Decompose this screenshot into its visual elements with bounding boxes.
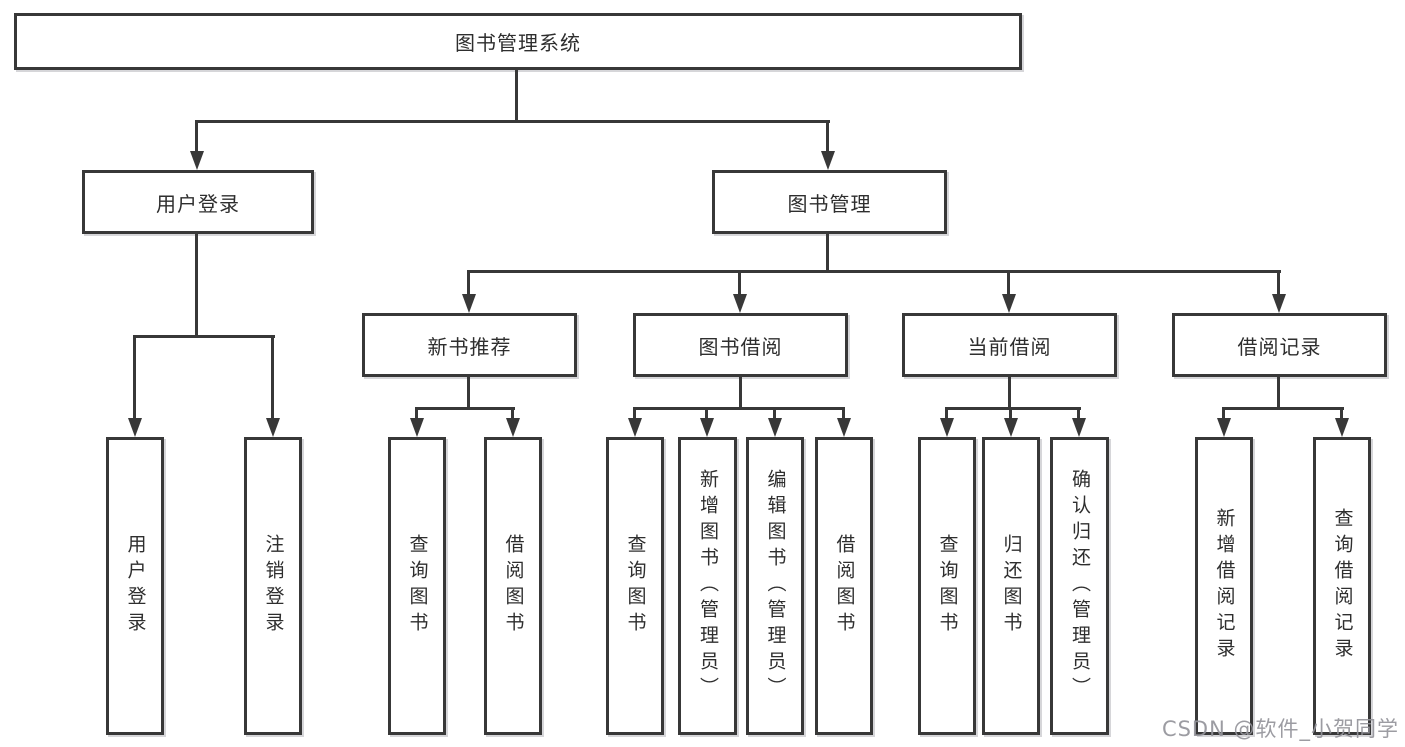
arrow-down-icon <box>821 151 835 170</box>
node-label: 用户登录 <box>124 534 147 638</box>
node-label: 图书管理系统 <box>455 31 581 55</box>
connector-line <box>195 120 198 152</box>
node-library-management-system: 图书管理系统 <box>14 13 1022 70</box>
connector-line <box>1277 377 1280 409</box>
leaf-add-book-admin: 新增图书（管理员） <box>678 437 737 735</box>
node-book-management: 图书管理 <box>712 170 947 234</box>
connector-line <box>195 120 830 123</box>
leaf-edit-book-admin: 编辑图书（管理员） <box>746 437 804 735</box>
arrow-down-icon <box>1002 294 1016 313</box>
leaf-query-books-current: 查询图书 <box>918 437 976 735</box>
connector-line <box>633 407 636 419</box>
node-label: 编辑图书（管理员） <box>764 469 787 703</box>
leaf-user-login: 用户登录 <box>106 437 164 735</box>
node-label: 图书借阅 <box>698 334 783 359</box>
connector-line <box>826 234 829 272</box>
node-label: 新增图书（管理员） <box>697 469 719 703</box>
node-label: 借阅记录 <box>1237 334 1322 359</box>
connector-line <box>705 407 708 419</box>
arrow-down-icon <box>190 151 204 170</box>
node-current-borrowing: 当前借阅 <box>902 313 1117 377</box>
connector-line <box>945 407 948 419</box>
connector-line <box>467 270 470 295</box>
connector-line <box>842 407 845 419</box>
node-label: 当前借阅 <box>967 334 1052 359</box>
node-label: 用户登录 <box>156 191 240 216</box>
arrow-down-icon <box>1072 418 1086 437</box>
leaf-return-book: 归还图书 <box>982 437 1040 735</box>
connector-line <box>1007 270 1010 295</box>
arrow-down-icon <box>940 418 954 437</box>
node-label: 查询图书 <box>406 534 429 638</box>
leaf-query-books-recommend: 查询图书 <box>388 437 446 735</box>
leaf-borrow-books-recommend: 借阅图书 <box>484 437 542 735</box>
connector-line <box>511 407 514 419</box>
connector-line <box>1222 407 1225 419</box>
node-label: 查询图书 <box>624 534 647 638</box>
arrow-down-icon <box>128 418 142 437</box>
connector-line <box>1222 407 1344 410</box>
arrow-down-icon <box>628 418 642 437</box>
node-label: 注销登录 <box>262 534 285 638</box>
node-label: 新增借阅记录 <box>1213 508 1236 664</box>
node-label: 查询图书 <box>936 534 959 638</box>
node-label: 查询借阅记录 <box>1331 508 1354 664</box>
node-label: 借阅图书 <box>833 534 856 638</box>
connector-line <box>1008 377 1011 409</box>
connector-line <box>195 234 198 337</box>
connector-line <box>773 407 776 419</box>
node-label: 归还图书 <box>1000 534 1023 638</box>
leaf-confirm-return-admin: 确认归还（管理员） <box>1050 437 1109 735</box>
connector-line <box>1077 407 1080 419</box>
arrow-down-icon <box>266 418 280 437</box>
arrow-down-icon <box>462 294 476 313</box>
connector-line <box>467 377 470 409</box>
connector-line <box>271 335 274 419</box>
connector-line <box>515 70 518 122</box>
arrow-down-icon <box>506 418 520 437</box>
node-label: 图书管理 <box>787 191 872 216</box>
leaf-query-borrow-record: 查询借阅记录 <box>1313 437 1371 735</box>
leaf-query-books-borrowing: 查询图书 <box>606 437 664 735</box>
leaf-logout: 注销登录 <box>244 437 302 735</box>
node-book-borrowing: 图书借阅 <box>633 313 848 377</box>
connector-line <box>738 270 741 295</box>
connector-line <box>739 377 742 409</box>
connector-line <box>826 120 829 152</box>
node-new-book-recommend: 新书推荐 <box>362 313 577 377</box>
node-user-login: 用户登录 <box>82 170 314 234</box>
arrow-down-icon <box>700 418 714 437</box>
connector-line <box>133 335 136 419</box>
connector-line <box>945 407 1081 410</box>
node-label: 新书推荐 <box>427 334 512 359</box>
connector-line <box>1340 407 1343 419</box>
arrow-down-icon <box>733 294 747 313</box>
leaf-borrow-books: 借阅图书 <box>815 437 873 735</box>
node-borrowing-records: 借阅记录 <box>1172 313 1387 377</box>
connector-line <box>415 407 515 410</box>
csdn-watermark: CSDN @软件_小贺同学 <box>1161 717 1399 741</box>
arrow-down-icon <box>837 418 851 437</box>
arrow-down-icon <box>1272 294 1286 313</box>
connector-line <box>415 407 418 419</box>
connector-line <box>1009 407 1012 419</box>
arrow-down-icon <box>1335 418 1349 437</box>
arrow-down-icon <box>1004 418 1018 437</box>
arrow-down-icon <box>1217 418 1231 437</box>
node-label: 确认归还（管理员） <box>1069 469 1091 703</box>
connector-line <box>133 335 275 338</box>
connector-line <box>467 270 1281 273</box>
arrow-down-icon <box>410 418 424 437</box>
node-label: 借阅图书 <box>502 534 525 638</box>
connector-line <box>1277 270 1280 295</box>
arrow-down-icon <box>768 418 782 437</box>
leaf-add-borrow-record: 新增借阅记录 <box>1195 437 1253 735</box>
connector-line <box>633 407 845 410</box>
